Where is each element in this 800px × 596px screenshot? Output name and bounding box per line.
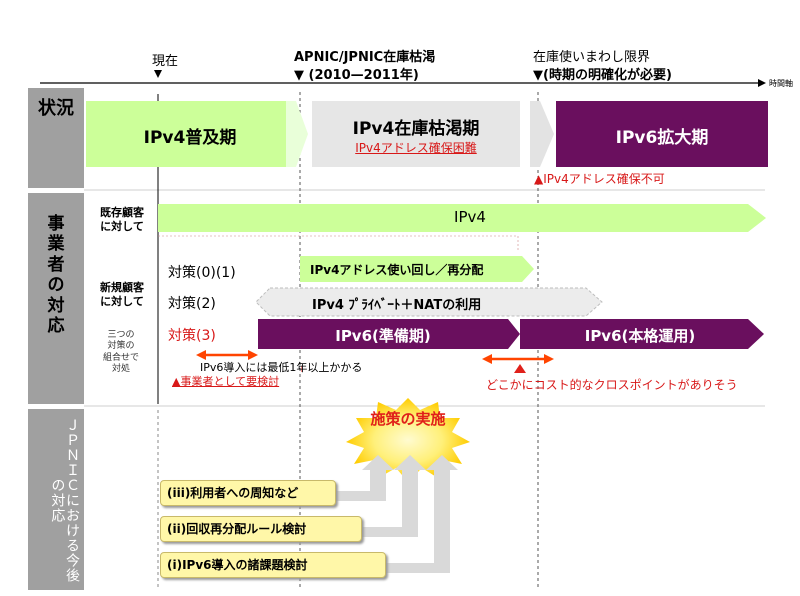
bar-ipv6-full-label: IPv6(本格運用) — [584, 327, 696, 345]
bar-ipv6-full-shape — [520, 319, 764, 349]
existing-ipv4-bar — [158, 204, 766, 232]
crosspoint-triangle — [514, 364, 526, 373]
warn-label: ▲事業者として要検討 — [172, 375, 280, 388]
crosspoint-label: どこかにコスト的なクロスポイントがありそう — [486, 378, 738, 392]
measure-01-label: 対策(0)(1) — [168, 265, 236, 281]
timeline-axis-arrowhead — [758, 79, 766, 87]
three-measures-note: 三つの 対策の 組合せで 対処 — [102, 330, 139, 374]
timeline-limit-label: 在庫使いまわし限界 — [533, 50, 651, 65]
timeline-axis-label: 時間軸 — [769, 79, 793, 88]
row-label-box-business — [28, 193, 84, 404]
phase2-block — [312, 101, 520, 167]
row-label-business: 事業者の対応 — [47, 214, 65, 336]
now-marker-icon — [154, 70, 162, 78]
phase3-block — [556, 101, 768, 167]
timeline-apnic-label: APNIC/JPNIC在庫枯渇 — [294, 50, 436, 65]
timeline-limit-note: ▼(時期の明確化が必要) — [533, 68, 672, 83]
jp-arrow-3 — [336, 455, 394, 501]
lead-time-label: IPv6導入には最低1年以上かかる — [200, 361, 363, 374]
row-label-box-jpnic — [28, 409, 84, 590]
measure-3-label: 対策(3) — [168, 328, 216, 344]
phase1-chevron-tip — [286, 101, 308, 167]
existing-customers-label: 既存顧客 に対して — [100, 206, 144, 234]
bar-ipv6-prep-label: IPv6(準備期) — [335, 327, 431, 345]
row-label-jpnic: ＪＰＮＩＣにおける今後の対応 — [49, 417, 80, 583]
timeline-now-label: 現在 — [152, 54, 179, 69]
burst-label: 施策の実施 — [370, 410, 446, 428]
bar-reuse-shape — [300, 256, 534, 282]
timeline-apnic-period: ▼ (2010—2011年) — [294, 68, 419, 83]
jp-arrow-1 — [386, 455, 458, 573]
bar-reuse-label: IPv4アドレス使い回し／再分配 — [310, 263, 484, 277]
phase2-sublabel: IPv4アドレス確保困難 — [355, 141, 477, 155]
bar-private-shape — [255, 287, 603, 317]
jp-arrow-2 — [360, 455, 426, 537]
existing-ipv4-label: IPv4 — [454, 208, 486, 226]
bar-ipv6-prep-shape — [258, 319, 520, 349]
phase1-label: IPv4普及期 — [143, 128, 237, 148]
phase2-chevron-tip — [530, 101, 554, 167]
bar-private-label: IPv4 ﾌﾟﾗｲﾍﾞｰﾄ＋NATの利用 — [312, 298, 482, 313]
phase3-label: IPv6拡大期 — [615, 128, 709, 148]
row-label-box-status — [28, 88, 84, 188]
phase1-arrow-shape — [86, 101, 300, 167]
phase3-note: ▲IPv4アドレス確保不可 — [534, 172, 665, 186]
jpnic-item-2: (ii)回収再分配ルール検討 — [160, 516, 362, 542]
new-customers-label: 新規顧客 に対して — [100, 281, 144, 309]
jpnic-item-1: (i)IPv6導入の諸課題検討 — [160, 552, 386, 578]
phase2-label: IPv4在庫枯渇期 — [352, 119, 480, 139]
measure-2-label: 対策(2) — [168, 296, 216, 312]
jpnic-item-3: (iii)利用者への周知など — [160, 480, 336, 506]
row-label-status: 状況 — [38, 98, 74, 119]
